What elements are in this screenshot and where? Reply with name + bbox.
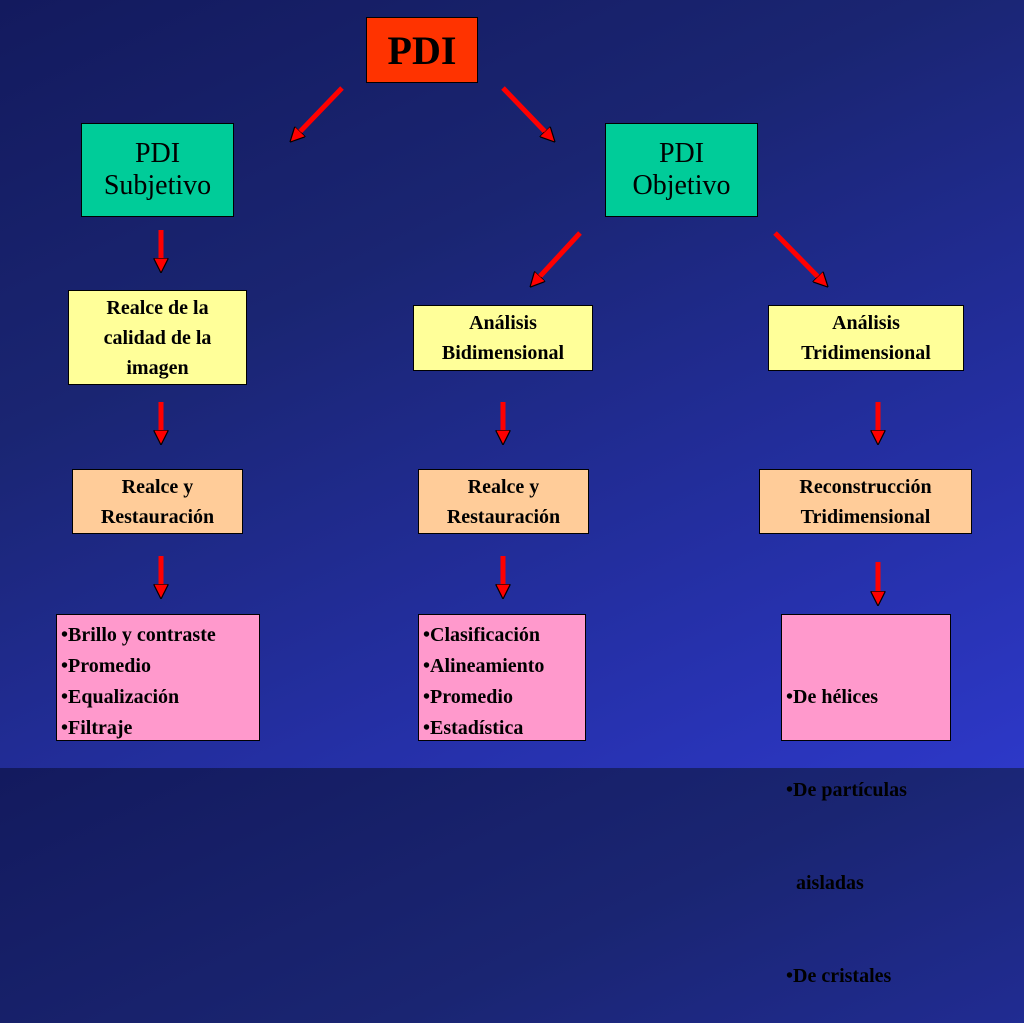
col2-level3-box: Realce y Restauración xyxy=(418,469,589,534)
col1-list-box: •Brillo y contraste •Promedio •Equalizac… xyxy=(56,614,260,741)
col1-level2-box: Realce de la calidad de la imagen xyxy=(68,290,247,385)
title-box: PDI xyxy=(366,17,478,83)
list-item: •De hélices xyxy=(786,686,878,708)
list-item: •Alineamiento xyxy=(423,655,545,677)
subjective-text: PDI Subjetivo xyxy=(103,137,212,201)
title-text: PDI xyxy=(387,27,457,73)
list-item: •Filtraje xyxy=(61,717,133,739)
col2-level3-text: Realce y Restauración xyxy=(446,475,561,528)
col2-list-box: •Clasificación •Alineamiento •Promedio •… xyxy=(418,614,586,741)
list-item: •De partículas xyxy=(786,779,907,801)
list-item: •Estadística xyxy=(423,717,524,739)
col3-level3-box: Reconstrucción Tridimensional xyxy=(759,469,972,534)
col3-level3-text: Reconstrucción Tridimensional xyxy=(799,475,932,528)
arrow-title-to-subjective xyxy=(292,86,344,140)
col1-level3-box: Realce y Restauración xyxy=(72,469,243,534)
arrows-layer xyxy=(0,86,1024,768)
arrow-objective-to-tridimensional xyxy=(773,231,826,285)
list-item: •Promedio xyxy=(61,655,151,677)
col3-list-box: •De hélices •De partículas aisladas •De … xyxy=(781,614,951,987)
col2-level2-text: Análisis Bidimensional xyxy=(441,312,565,364)
list-item: aisladas xyxy=(786,872,864,894)
col3-level2-box: Análisis Tridimensional xyxy=(768,305,964,371)
list-item: •Equalización xyxy=(61,686,180,708)
col1-level3-text: Realce y Restauración xyxy=(100,475,215,528)
col2-level2-box: Análisis Bidimensional xyxy=(413,305,593,371)
list-item: •Promedio xyxy=(423,686,513,708)
list-item: •De cristales xyxy=(786,965,892,987)
subjective-box: PDI Subjetivo xyxy=(81,123,234,217)
col1-level2-text: Realce de la calidad de la imagen xyxy=(103,296,212,379)
list-item: •Brillo y contraste xyxy=(61,624,216,646)
arrow-title-to-objective xyxy=(501,86,553,140)
arrow-objective-to-bidimensional xyxy=(532,231,582,285)
col3-level2-text: Análisis Tridimensional xyxy=(801,312,931,364)
list-item: •Clasificación xyxy=(423,624,540,646)
objective-text: PDI Objetivo xyxy=(632,137,731,201)
objective-box: PDI Objetivo xyxy=(605,123,758,217)
